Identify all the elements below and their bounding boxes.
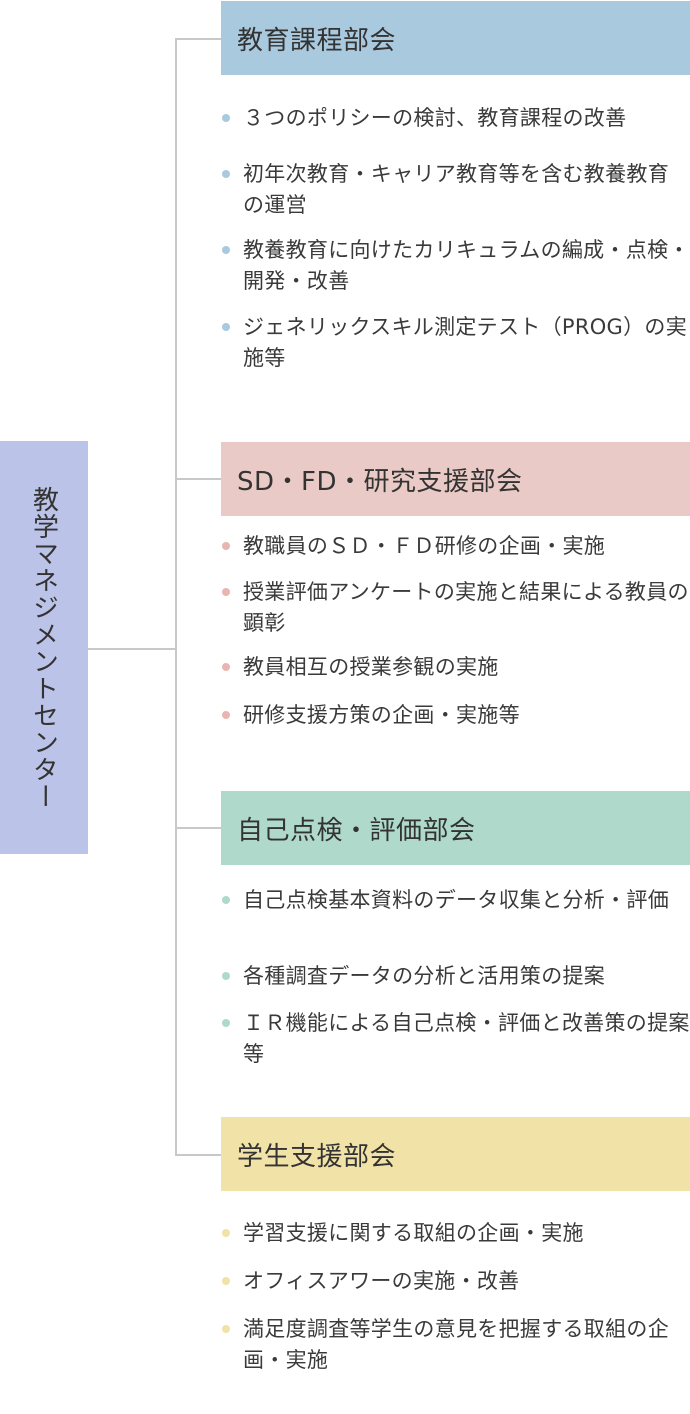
item-text: 各種調査データの分析と活用策の提案 xyxy=(243,964,606,988)
item-text: ３つのポリシーの検討、教育課程の改善 xyxy=(243,106,627,130)
item-text: 満足度調査等学生の意見を把握する取組の企画・実施 xyxy=(243,1317,669,1372)
bullet-dot xyxy=(222,663,230,671)
item-text: 自己点検基本資料のデータ収集と分析・評価 xyxy=(243,888,669,912)
list-item: 自己点検基本資料のデータ収集と分析・評価 xyxy=(221,885,690,916)
dept-title: 教育課程部会 xyxy=(237,25,397,56)
list-item: ジェネリックスキル測定テスト（PROG）の実施等 xyxy=(221,312,690,374)
dept-header-curriculum: 教育課程部会 xyxy=(221,1,690,75)
list-item: 授業評価アンケートの実施と結果による教員の顕彰 xyxy=(221,577,690,639)
bullet-dot xyxy=(222,114,230,122)
list-item: 教員相互の授業参観の実施 xyxy=(221,652,690,683)
connector-center-line xyxy=(88,648,176,650)
list-item: 初年次教育・キャリア教育等を含む教養教育の運営 xyxy=(221,159,690,221)
bullet-dot xyxy=(222,896,230,904)
connector-branch-3 xyxy=(175,827,221,829)
item-text: 授業評価アンケートの実施と結果による教員の顕彰 xyxy=(243,580,689,635)
center-label: 教学マネジメントセンター xyxy=(28,485,59,810)
connector-branch-4 xyxy=(175,1154,221,1156)
list-item: 満足度調査等学生の意見を把握する取組の企画・実施 xyxy=(221,1314,690,1376)
item-text: 初年次教育・キャリア教育等を含む教養教育の運営 xyxy=(243,162,669,217)
bullet-dot xyxy=(222,246,230,254)
dept-title: 学生支援部会 xyxy=(237,1141,397,1172)
bullet-dot xyxy=(222,972,230,980)
dept-header-student-support: 学生支援部会 xyxy=(221,1117,690,1191)
connector-vertical-line xyxy=(175,38,177,1156)
dept-header-sd-fd: SD・FD・研究支援部会 xyxy=(221,442,690,516)
connector-branch-1 xyxy=(175,38,221,40)
item-text: 教職員のＳＤ・ＦＤ研修の企画・実施 xyxy=(243,534,606,558)
list-item: 教養教育に向けたカリキュラムの編成・点検・開発・改善 xyxy=(221,235,690,297)
dept-header-self-evaluation: 自己点検・評価部会 xyxy=(221,791,690,865)
bullet-dot xyxy=(222,1229,230,1237)
list-item: ３つのポリシーの検討、教育課程の改善 xyxy=(221,103,690,134)
item-text: 教員相互の授業参観の実施 xyxy=(243,655,499,679)
list-item: オフィスアワーの実施・改善 xyxy=(221,1266,690,1297)
bullet-dot xyxy=(222,542,230,550)
connector-branch-2 xyxy=(175,478,221,480)
bullet-dot xyxy=(222,711,230,719)
bullet-dot xyxy=(222,170,230,178)
center-node: 教学マネジメントセンター xyxy=(0,441,88,854)
item-text: 研修支援方策の企画・実施等 xyxy=(243,703,520,727)
list-item: ＩＲ機能による自己点検・評価と改善策の提案等 xyxy=(221,1008,690,1070)
bullet-dot xyxy=(222,1277,230,1285)
bullet-dot xyxy=(222,323,230,331)
item-text: ジェネリックスキル測定テスト（PROG）の実施等 xyxy=(243,315,688,370)
bullet-dot xyxy=(222,1325,230,1333)
bullet-dot xyxy=(222,588,230,596)
item-text: 教養教育に向けたカリキュラムの編成・点検・開発・改善 xyxy=(243,238,690,293)
list-item: 研修支援方策の企画・実施等 xyxy=(221,700,690,731)
dept-title: 自己点検・評価部会 xyxy=(237,815,476,846)
list-item: 各種調査データの分析と活用策の提案 xyxy=(221,961,690,992)
list-item: 教職員のＳＤ・ＦＤ研修の企画・実施 xyxy=(221,531,690,562)
bullet-dot xyxy=(222,1019,230,1027)
list-item: 学習支援に関する取組の企画・実施 xyxy=(221,1218,690,1249)
item-text: ＩＲ機能による自己点検・評価と改善策の提案等 xyxy=(243,1011,690,1066)
item-text: オフィスアワーの実施・改善 xyxy=(243,1269,520,1293)
dept-title: SD・FD・研究支援部会 xyxy=(237,466,523,497)
item-text: 学習支援に関する取組の企画・実施 xyxy=(243,1221,584,1245)
